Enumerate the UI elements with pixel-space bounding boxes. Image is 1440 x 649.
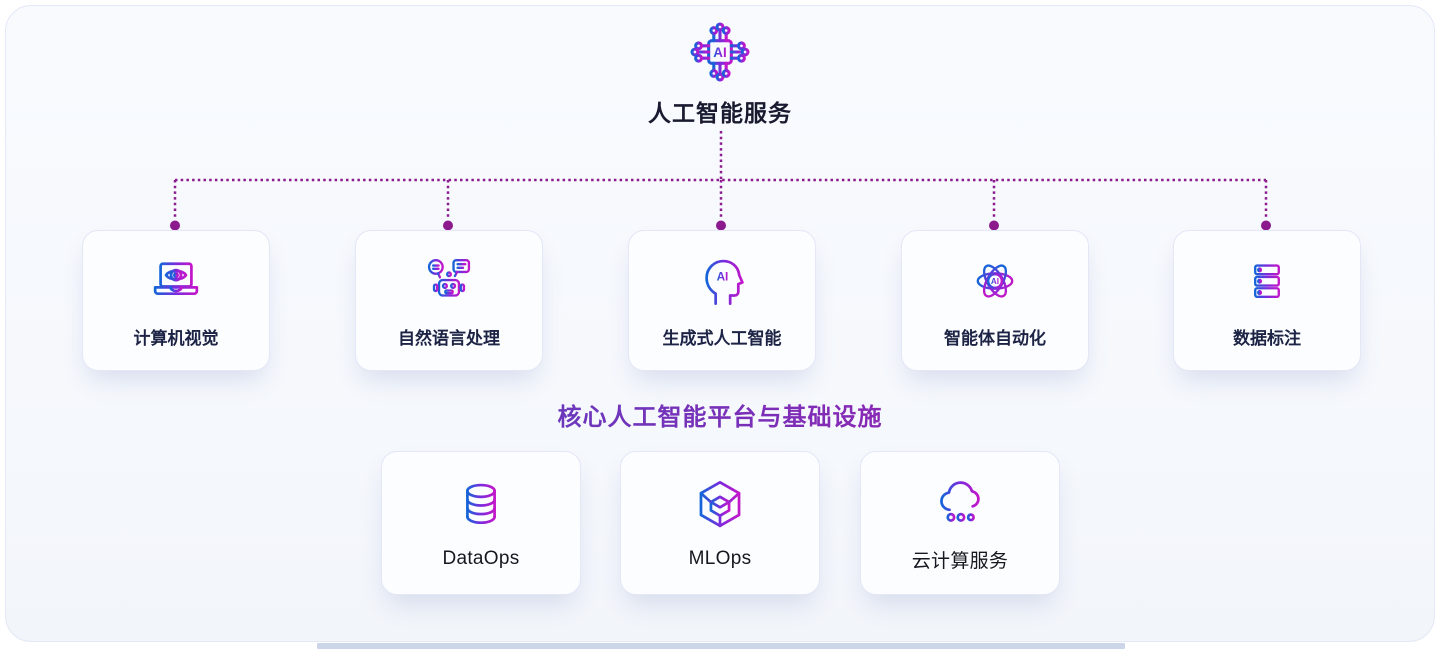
svg-text:AI: AI xyxy=(717,271,729,284)
service-card-label: 生成式人工智能 xyxy=(662,329,782,348)
platform-card-cloud: 云计算服务 xyxy=(860,451,1060,595)
agent-automation-atom-icon: AI xyxy=(966,252,1024,310)
platform-card-label: DataOps xyxy=(442,548,520,569)
cube-icon xyxy=(691,476,749,534)
service-card-label: 智能体自动化 xyxy=(944,329,1046,348)
service-card-computer-vision: 计算机视觉 xyxy=(82,230,270,371)
data-annotation-servers-icon xyxy=(1238,252,1296,310)
svg-text:AI: AI xyxy=(713,45,726,60)
nlp-robot-chat-icon xyxy=(420,252,478,310)
service-card-label: 自然语言处理 xyxy=(398,329,500,348)
platform-card-mlops: MLOps xyxy=(620,451,820,595)
platform-card-label: MLOps xyxy=(688,548,752,569)
service-card-nlp: 自然语言处理 xyxy=(355,230,543,371)
service-card-generative-ai: AI 生成式人工智能 xyxy=(628,230,816,371)
platform-card-dataops: DataOps xyxy=(381,451,581,595)
ai-chip-icon: AI xyxy=(687,19,753,85)
service-card-data-annotation: 数据标注 xyxy=(1173,230,1361,371)
service-card-label: 计算机视觉 xyxy=(133,329,219,348)
platform-section-heading: 核心人工智能平台与基础设施 xyxy=(0,397,1440,432)
svg-text:AI: AI xyxy=(991,277,999,286)
cloud-network-icon xyxy=(931,474,989,532)
service-card-label: 数据标注 xyxy=(1233,329,1301,348)
database-icon xyxy=(452,476,510,534)
generative-ai-head-icon: AI xyxy=(693,252,751,310)
horizontal-scrollbar-thumb[interactable] xyxy=(317,643,1125,649)
computer-vision-laptop-eye-icon xyxy=(147,252,205,310)
service-card-agent-automation: AI 智能体自动化 xyxy=(901,230,1089,371)
platform-card-label: 云计算服务 xyxy=(911,550,1009,572)
page-title: 人工智能服务 xyxy=(648,100,792,126)
